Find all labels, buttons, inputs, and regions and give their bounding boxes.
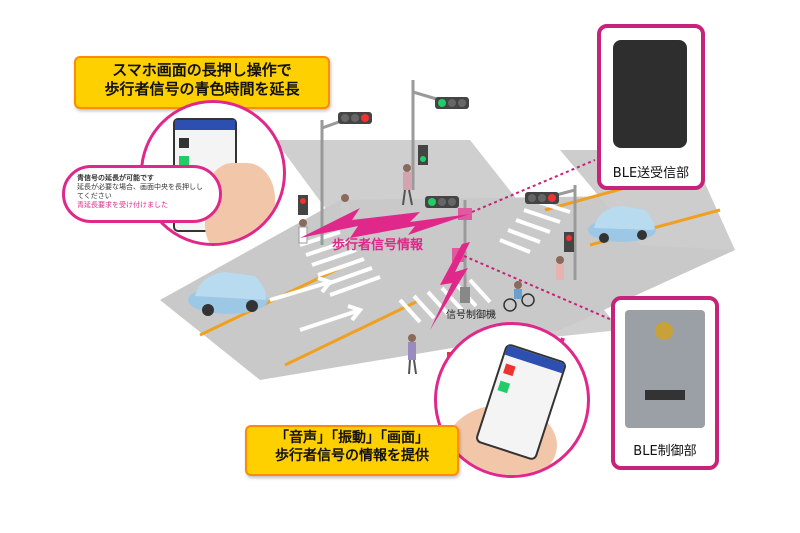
road-arrow [299, 304, 364, 332]
signal-icon-row [179, 138, 189, 148]
lane-line [284, 298, 421, 367]
signal-icon-row [503, 363, 516, 377]
transceiver-device [613, 40, 687, 148]
emblem-icon [655, 322, 673, 340]
signal-bolt [300, 208, 470, 238]
popup-body: 延長が必要な場合、画面中央を長押ししてください [77, 183, 203, 201]
ble-transceiver-label: BLE送受信部 [612, 166, 690, 181]
app-header [175, 120, 235, 130]
connector-line [471, 159, 596, 213]
road-arrow [269, 276, 334, 302]
ble-controller-photo: BLE制御部 [611, 296, 719, 470]
signal-icon-row [497, 380, 511, 394]
callout-line: 歩行者信号の情報を提供 [275, 447, 429, 464]
car-west [188, 272, 268, 316]
pedestrian-signal-info-label: 歩行者信号情報 [332, 237, 424, 252]
popup-title: 青信号の延長が可能です [77, 174, 154, 182]
feedback-callout: 「音声」「振動」「画面」 歩行者信号の情報を提供 [245, 425, 459, 476]
callout-line: 歩行者信号の青色時間を延長 [104, 79, 300, 98]
callout-line: 「音声」「振動」「画面」 [275, 430, 429, 446]
lane-line [199, 266, 341, 337]
signal-controller-box [460, 287, 470, 303]
controller-device [625, 310, 705, 428]
popup-status: 青延長要求を受け付けました [77, 201, 168, 210]
extension-popup: 青信号の延長が可能です 延長が必要な場合、画面中央を長押ししてください 青延長要… [62, 165, 222, 223]
vehicle-signal [338, 97, 559, 208]
nameplate [645, 390, 685, 400]
pedestrian-signal [298, 145, 574, 252]
cyclist [503, 281, 535, 312]
ble-transceiver-photo: BLE送受信部 [597, 24, 705, 190]
signal-controller-label: 信号制御機 [446, 310, 496, 321]
ble-unit [458, 208, 472, 220]
pedestrian [298, 164, 564, 375]
phone-magnifier-bottom [434, 322, 590, 478]
callout-line: スマホ画面の長押し操作で [112, 61, 292, 79]
crosswalk-east [499, 198, 571, 254]
connector-line [463, 255, 613, 321]
signal-icon-row [179, 156, 189, 166]
car-east [588, 206, 656, 243]
ble-controller-label: BLE制御部 [633, 444, 697, 459]
